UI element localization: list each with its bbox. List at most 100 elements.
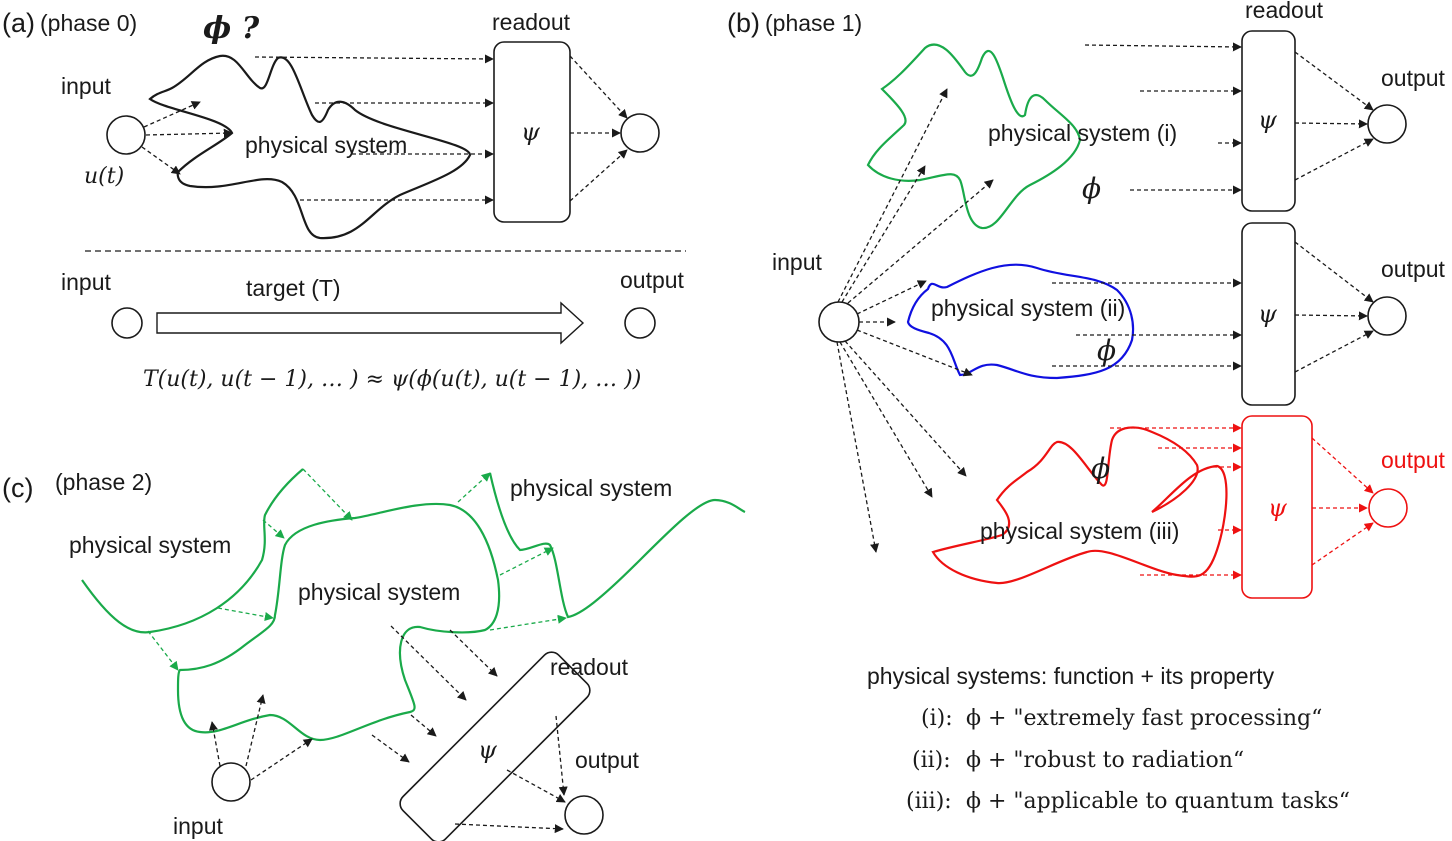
output-node-iii [1368, 488, 1408, 528]
readout-symbol-c: ψ [478, 736, 498, 764]
panel-c-phase: (phase 2) [55, 469, 152, 495]
readout-box-a [493, 41, 571, 223]
system-right-label: physical system [510, 475, 672, 501]
readout-symbol-a: ψ [521, 118, 541, 146]
arrow-system-readout-i [1084, 42, 1242, 52]
arrow-readout-output-iii [1311, 522, 1374, 566]
arrow-input-system-c [250, 738, 313, 781]
target-block-arrow [156, 301, 585, 345]
system-iii-phi: ϕ [1091, 452, 1110, 485]
target-input-node [111, 307, 143, 339]
panel-c-label: (c) [2, 473, 33, 503]
target-mapping: input output target (T) T(u(t), u(t − 1)… [61, 267, 685, 392]
arrow-input-system-ii [856, 329, 973, 377]
output-label-i: output [1381, 65, 1446, 91]
panel-b-label: (b) [727, 8, 760, 38]
arrow-system-readout-c [371, 734, 410, 763]
legend-item-id: (ii): [912, 748, 951, 773]
arrow-input-system-i [837, 88, 948, 303]
readout-box-c [399, 651, 591, 841]
panel-a-phase: (phase 0) [40, 10, 137, 36]
green-arrow [262, 519, 285, 539]
legend-item-text: ϕ + "applicable to quantum tasks“ [966, 789, 1350, 814]
system-i: physical system (i) ϕ ψ output [866, 30, 1446, 230]
system-left-label: physical system [69, 532, 231, 558]
green-arrow [457, 472, 491, 503]
arrow-input-system-i [841, 165, 926, 303]
green-arrow [489, 614, 567, 631]
output-label-ii: output [1381, 256, 1446, 282]
panel-a: (a) (phase 0) ϕ ? readout input u(t) phy… [2, 8, 660, 240]
output-node-ii [1367, 296, 1407, 336]
arrow-readout-output-c [555, 715, 568, 796]
input-node-b [818, 301, 860, 343]
arrow-input-system-c [245, 694, 266, 767]
output-label-iii: output [1381, 447, 1446, 473]
panel-a-label: (a) [2, 8, 35, 38]
physical-system-curve-left [81, 468, 304, 634]
physical-system-curve-right [488, 472, 746, 619]
physical-system-blob-i [866, 43, 1082, 230]
readout-label-a: readout [492, 9, 571, 35]
system-ii-phi: ϕ [1097, 334, 1116, 367]
output-node-a [620, 113, 660, 153]
arrow-readout-output-1 [569, 55, 628, 119]
input-label-b: input [772, 249, 822, 275]
readout-symbol-iii: ψ [1268, 494, 1288, 522]
readout-label-c: readout [550, 654, 629, 680]
output-label-c: output [575, 747, 640, 773]
input-node-a [106, 115, 146, 155]
output-node-c [564, 795, 604, 835]
system-ii: physical system (ii) ϕ ψ output [906, 222, 1446, 406]
arrow-input-system-iii [839, 341, 933, 498]
legend-item-id: (i): [921, 706, 953, 731]
arrow-input-system-c [208, 721, 221, 767]
readout-box-c-rect [399, 651, 591, 841]
legend-item-id: (iii): [906, 789, 952, 814]
physical-system-blob-iii [931, 426, 1228, 585]
arrow-readout-output-i [1294, 51, 1374, 111]
arrow-system-readout-c [410, 714, 437, 737]
readout-box-ii [1241, 222, 1296, 406]
system-i-label: physical system (i) [988, 120, 1177, 146]
arrow-input-system-1 [143, 101, 201, 128]
arrow-readout-output-iii [1311, 437, 1374, 494]
system-iii-label: physical system (iii) [980, 518, 1179, 544]
target-output-label: output [620, 267, 685, 293]
green-arrow [302, 468, 353, 521]
physical-system-blob-ii [906, 263, 1135, 380]
arrow-readout-output-3 [569, 149, 628, 202]
system-ii-label: physical system (ii) [931, 295, 1125, 321]
panel-b-phase: (phase 1) [765, 10, 862, 36]
panel-b: (b) (phase 1) readout input physical sys… [727, 0, 1446, 814]
arrow-readout-output-ii [1294, 330, 1374, 373]
input-label-c: input [173, 813, 223, 839]
inter-system-arrows [147, 468, 567, 671]
legend-item-text: ϕ + "extremely fast processing“ [966, 706, 1322, 731]
legend: physical systems: function + its propert… [867, 663, 1350, 814]
physical-system-blob-center [176, 502, 501, 742]
target-output-node [624, 307, 656, 339]
arrow-readout-output-i [1294, 119, 1368, 129]
arrow-readout-output-i [1294, 138, 1374, 181]
phi-question: ϕ ? [203, 11, 260, 46]
system-iii: physical system (iii) ϕ ψ output [931, 415, 1446, 599]
arrow-input-system-iii [844, 340, 967, 477]
arrow-system-readout-c [449, 629, 498, 677]
arrow-readout-output-ii [1294, 311, 1368, 321]
arrow-system-readout-c [390, 625, 467, 701]
legend-item-text: ϕ + "robust to radiation“ [966, 748, 1244, 773]
input-signal-label: u(t) [84, 164, 124, 189]
green-arrow [499, 547, 554, 576]
arrow-input-system-iii [836, 341, 879, 553]
readout-symbol-ii: ψ [1258, 300, 1278, 328]
arrow-readout-output-c [454, 823, 564, 834]
system-i-phi: ϕ [1082, 172, 1101, 205]
panel-b-arrows [836, 42, 1374, 580]
target-arrow-label: target (T) [246, 275, 341, 301]
physical-system-blob-a [148, 54, 472, 240]
input-label-a: input [61, 73, 111, 99]
arrow-input-system-3 [141, 146, 181, 175]
readout-box-i [1241, 30, 1296, 212]
